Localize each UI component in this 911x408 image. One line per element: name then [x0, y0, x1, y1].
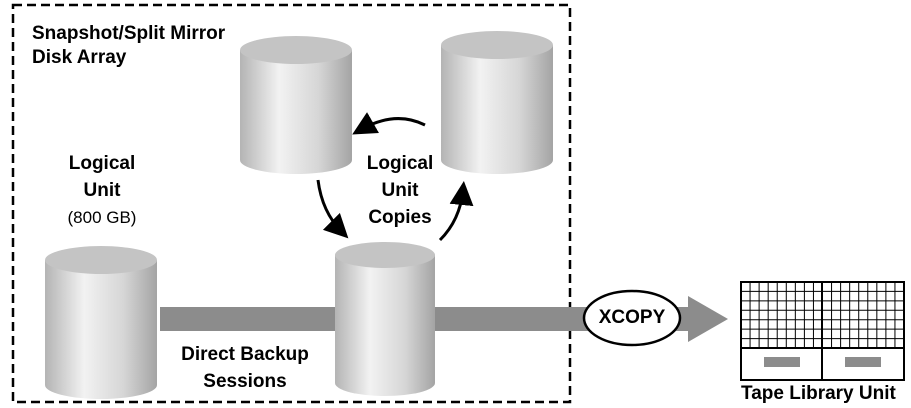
tape-library-label: Tape Library Unit	[741, 383, 896, 404]
array-title-line1: Snapshot/Split Mirror	[32, 23, 226, 44]
logical-unit-label: Logical Unit (800 GB)	[42, 150, 162, 231]
logical-unit-line1: Logical	[68, 153, 136, 174]
copy-cylinder-top-left	[240, 36, 352, 174]
array-title-line2: Disk Array	[32, 47, 127, 68]
arrow-right-to-left-copy	[352, 112, 426, 135]
copies-line1: Logical	[366, 153, 434, 174]
backup-pipe-left	[160, 307, 340, 331]
arrow-middle-to-right-copy	[438, 181, 474, 242]
sessions-line2: Sessions	[203, 371, 287, 392]
tape-library-unit	[740, 281, 905, 381]
xcopy-ellipse	[582, 289, 682, 347]
copy-cylinder-top-right	[441, 31, 553, 174]
disk-array-boundary	[11, 3, 572, 404]
arrow-left-copy-to-middle	[316, 179, 349, 239]
copies-line3: Copies	[368, 207, 432, 228]
copies-label: Logical Unit Copies	[345, 150, 455, 231]
tape-slot-left	[764, 357, 800, 367]
pipe-arrowhead	[688, 296, 728, 342]
sessions-label: Direct Backup Sessions	[165, 341, 325, 395]
array-title: Snapshot/Split Mirror Disk Array	[32, 22, 225, 70]
logical-unit-size: (800 GB)	[67, 208, 137, 227]
copies-line2: Unit	[381, 180, 419, 201]
sessions-line1: Direct Backup	[181, 344, 309, 365]
tape-slot-right	[845, 357, 881, 367]
xcopy-label: XCOPY	[598, 307, 666, 328]
source-cylinder-middle	[335, 242, 435, 396]
logical-unit-line2: Unit	[83, 180, 121, 201]
logical-unit-cylinder	[45, 246, 157, 399]
